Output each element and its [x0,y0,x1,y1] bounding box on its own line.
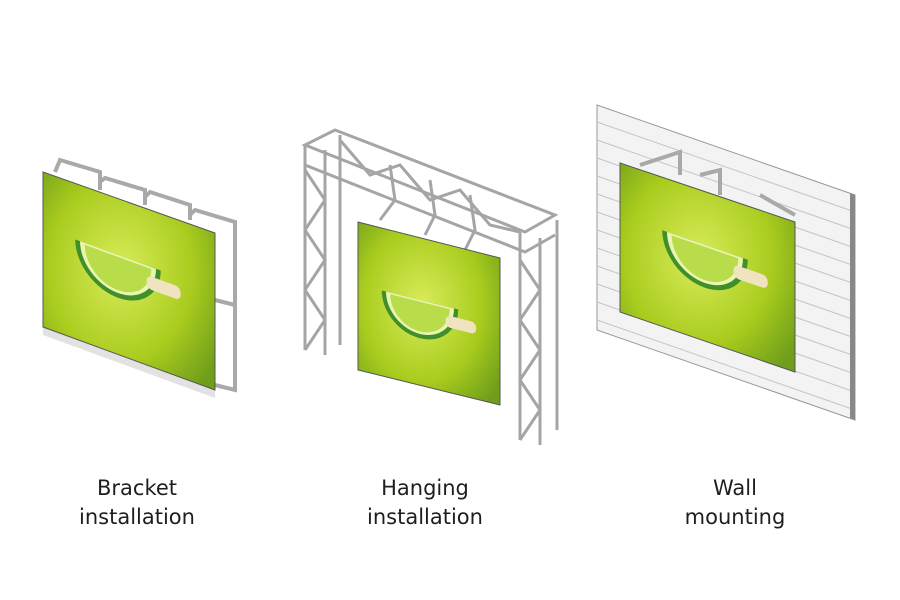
label-line1: Bracket [96,476,178,500]
hanging-installation-label: Hanging installation [315,474,535,532]
wall-mounting-illustration [596,104,856,421]
bracket-installation-illustration [42,157,237,398]
label-line2: mounting [684,505,786,529]
bracket-installation-label: Bracket installation [27,474,247,532]
label-line1: Hanging [381,476,469,500]
wall-mounting-label: Wall mounting [625,474,845,532]
label-line2: installation [79,505,195,529]
label-line2: installation [367,505,483,529]
label-line1: Wall [713,476,757,500]
hanging-installation-illustration [301,128,559,445]
